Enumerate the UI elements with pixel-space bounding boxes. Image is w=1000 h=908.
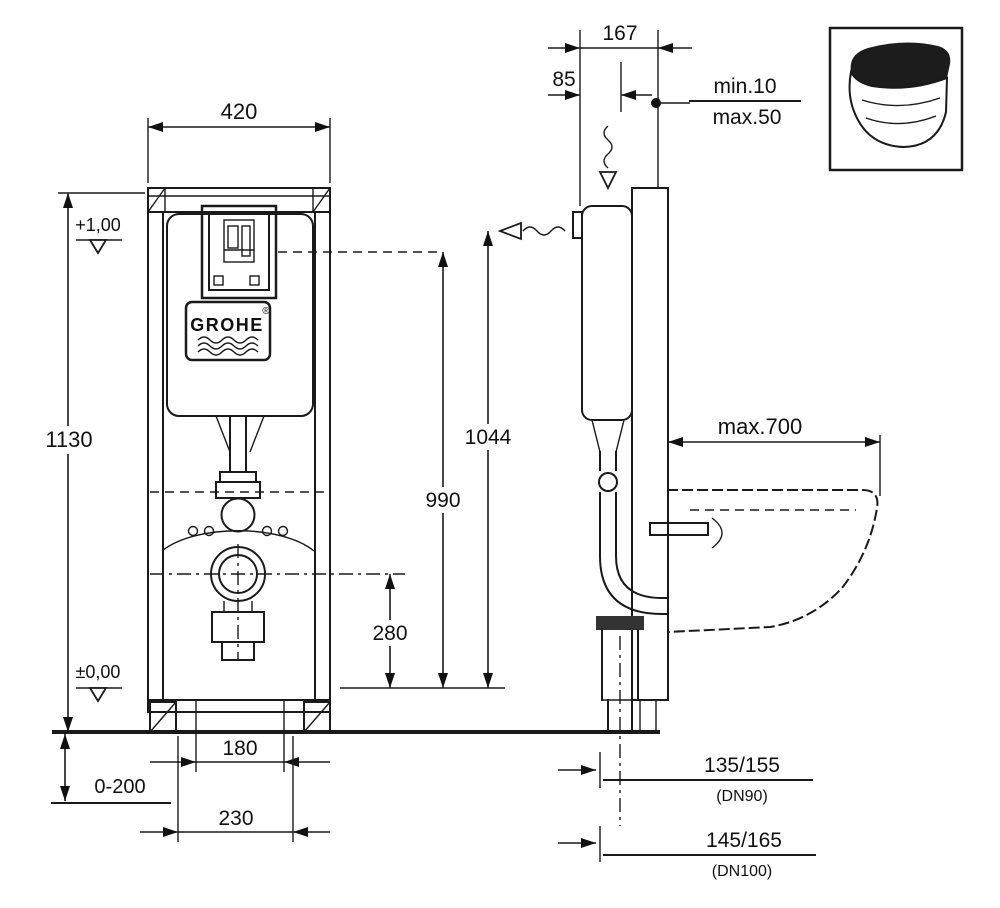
front-view-frame — [147, 187, 331, 733]
dim-145-165-label: 145/165 — [706, 829, 782, 852]
drain-pipe-side — [596, 616, 644, 826]
cistern-side — [572, 205, 633, 453]
dim-height-1130: 1130 — [42, 192, 145, 732]
wall-min-label: min.10 — [713, 75, 776, 98]
dim-bend-990: 990 — [278, 251, 469, 688]
registered-mark: ® — [262, 306, 270, 317]
level-marker-top: +1,00 — [75, 215, 122, 255]
dim-230-label: 230 — [218, 807, 253, 830]
dim-1130-label: 1130 — [45, 427, 92, 452]
flush-plate — [200, 204, 278, 300]
dim-85-label: 85 — [552, 68, 575, 91]
dim-420-label: 420 — [221, 99, 258, 124]
supply-arrow-top — [598, 125, 618, 191]
level-zero-label: ±0,00 — [76, 662, 121, 682]
dim-outlet-230: 230 — [140, 736, 330, 842]
flush-pipe-front — [150, 415, 330, 552]
wall-max-label: max.50 — [713, 106, 782, 129]
dim-990-label: 990 — [425, 489, 460, 512]
wc-seat-lid — [850, 42, 951, 88]
flush-pipe-side — [598, 451, 669, 616]
dim-outlet-dn90: 135/155 (DN90) — [558, 752, 813, 805]
dim-dn100-label: (DN100) — [712, 863, 772, 880]
dim-foot-range: 0-200 — [51, 734, 171, 804]
supply-arrow-left — [497, 221, 522, 241]
level-marker-zero: ±0,00 — [76, 662, 505, 703]
dim-outlet-height-280: 280 — [363, 574, 417, 688]
level-top-label: +1,00 — [75, 215, 121, 235]
brand-name: GROHE — [190, 315, 264, 335]
dim-280-label: 280 — [372, 622, 407, 645]
dim-135-155-label: 135/155 — [704, 754, 780, 777]
dim-width-420: 420 — [147, 99, 331, 183]
dim-0-200-label: 0-200 — [94, 776, 145, 798]
dim-180-label: 180 — [222, 737, 257, 760]
wc-bowl-body — [848, 68, 949, 149]
dim-1044-label: 1044 — [465, 426, 512, 449]
dim-anchor-180: 180 — [150, 700, 330, 772]
dim-167-label: 167 — [602, 22, 637, 45]
dim-outlet-dn100: 145/165 (DN100) — [558, 826, 816, 880]
dim-700-label: max.700 — [718, 414, 802, 439]
dim-dn90-label: (DN90) — [716, 788, 768, 805]
brand-logo: GROHE ® — [184, 300, 272, 362]
dim-cistern-depth-85: 85 — [548, 62, 652, 112]
drain-socket-front — [150, 544, 405, 661]
dim-flush-1044: 1044 — [458, 221, 566, 688]
wc-bowl-outline — [649, 489, 879, 634]
wc-inset-thumbnail — [828, 26, 964, 172]
dim-wall-thickness: min.10 max.50 — [651, 75, 801, 129]
dim-frame-depth-167: 167 — [548, 22, 692, 206]
dim-bowl-depth-700: max.700 — [668, 414, 881, 496]
